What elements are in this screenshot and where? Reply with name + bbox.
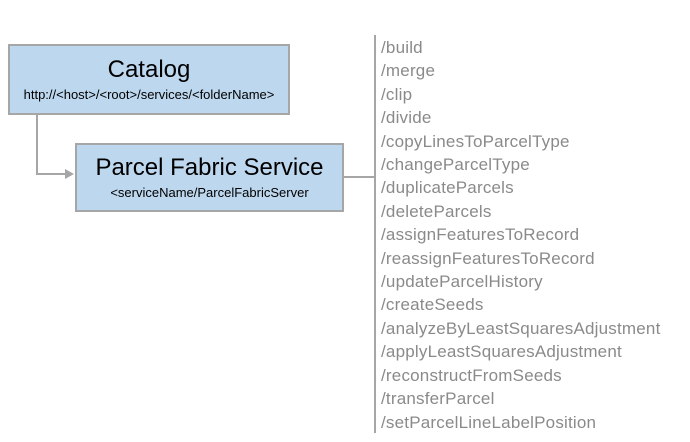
operations-list: /build/merge/clip/divide/copyLinesToParc…	[381, 36, 661, 434]
operation-item: /changeParcelType	[381, 155, 530, 175]
operation-item: /build	[381, 38, 423, 57]
operation-item: /divide	[381, 108, 432, 128]
catalog-to-service-connector-horizontal	[36, 173, 66, 175]
operation-item: /transferParcel	[381, 389, 495, 409]
parcel-fabric-service-box: Parcel Fabric Service <serviceName/Parce…	[75, 143, 344, 212]
arrowhead-icon	[65, 169, 74, 179]
operation-item: /deleteParcels	[381, 201, 492, 221]
operation-item: /applyLeastSquaresAdjustment	[381, 342, 622, 362]
operation-item: /setParcelLineLabelPosition	[381, 412, 597, 432]
operation-item: /reassignFeaturesToRecord	[381, 248, 595, 268]
catalog-url-pattern: http://<host>/<root>/services/<folderNam…	[23, 86, 275, 102]
operation-item: /copyLinesToParcelType	[381, 131, 570, 151]
operation-item: /reconstructFromSeeds	[381, 365, 562, 385]
catalog-to-service-connector-vertical	[36, 115, 38, 174]
operation-item: /updateParcelHistory	[381, 272, 543, 292]
operation-item: /merge	[381, 61, 436, 81]
operation-item: /clip	[381, 84, 413, 104]
catalog-box: Catalog http://<host>/<root>/services/<f…	[8, 44, 290, 115]
catalog-title: Catalog	[107, 55, 191, 83]
operation-item: /duplicateParcels	[381, 178, 514, 198]
operation-item: /analyzeByLeastSquaresAdjustment	[381, 318, 661, 338]
service-path-pattern: <serviceName/ParcelFabricServer	[110, 184, 309, 200]
service-to-operations-connector	[344, 176, 374, 178]
operation-item: /createSeeds	[381, 295, 484, 315]
service-title: Parcel Fabric Service	[95, 153, 324, 181]
operation-item: /assignFeaturesToRecord	[381, 225, 580, 245]
operations-separator-line	[374, 35, 376, 433]
